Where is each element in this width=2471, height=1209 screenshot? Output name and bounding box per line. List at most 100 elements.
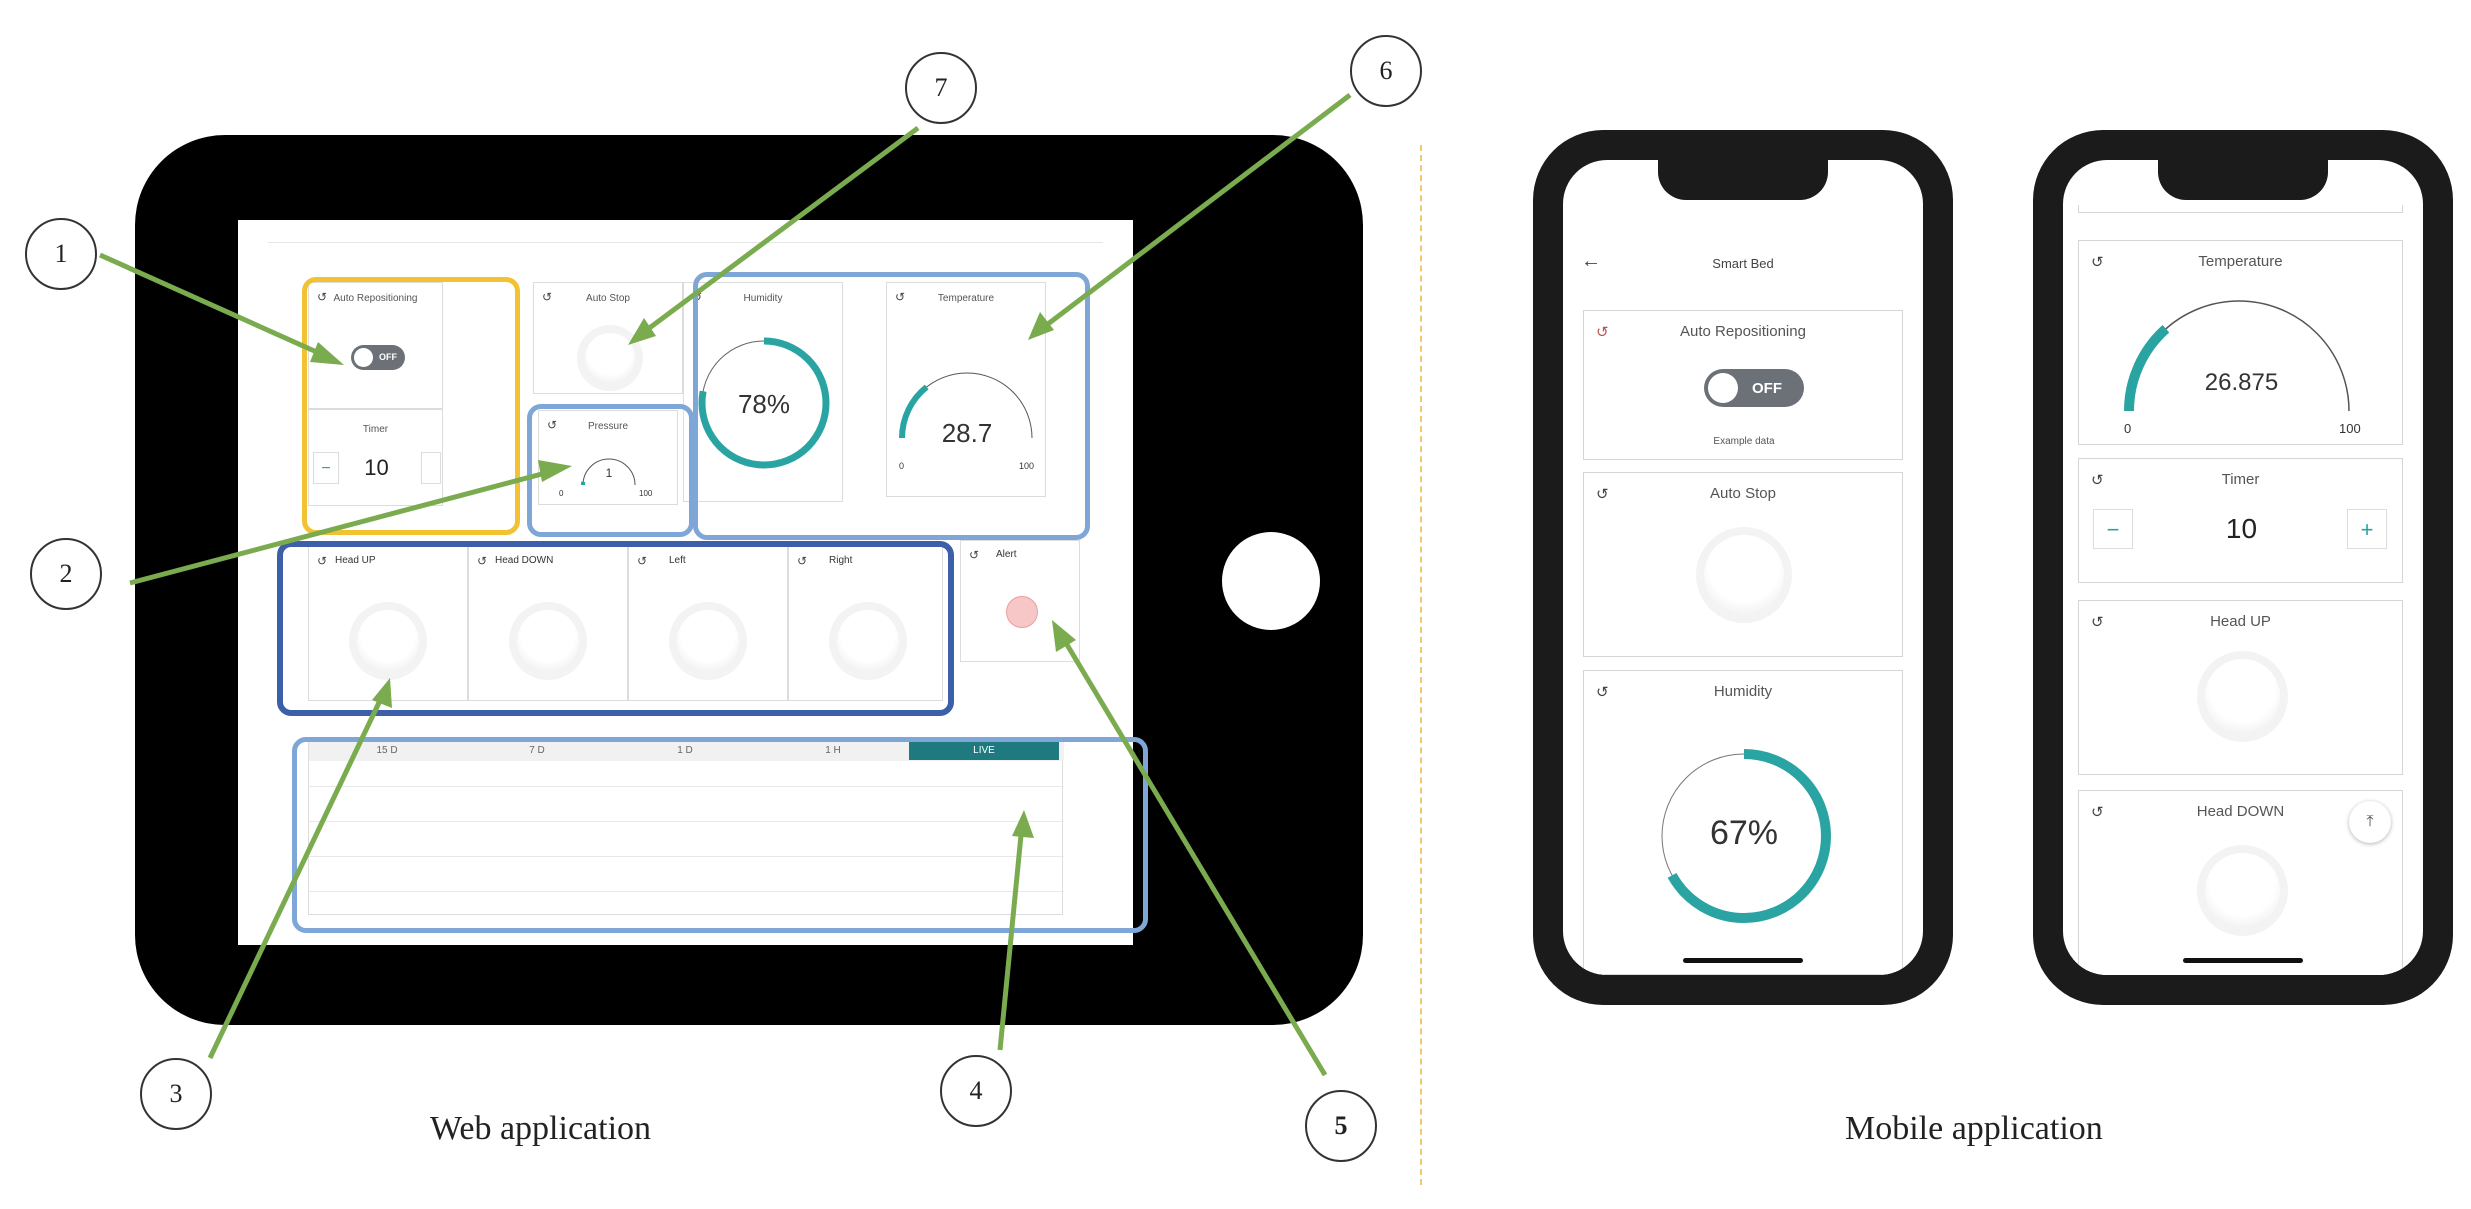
m-auto-stop-button[interactable] bbox=[1704, 535, 1784, 615]
scroll-to-top-icon[interactable]: ⤒ bbox=[2349, 801, 2391, 843]
history-chart: 15 D 7 D 1 D 1 H LIVE bbox=[308, 740, 1064, 915]
highlight-box-6 bbox=[693, 272, 1090, 540]
history-icon[interactable]: ↺ bbox=[2091, 472, 2104, 489]
m-head-up-button[interactable] bbox=[2205, 659, 2280, 734]
head-down-button[interactable] bbox=[517, 610, 579, 672]
phone-1-frame: ← Smart Bed ↺ Auto Repositioning OFF Exa… bbox=[1533, 130, 1953, 1005]
m-temperature-max: 100 bbox=[2339, 421, 2361, 436]
humidity-ring bbox=[698, 337, 830, 469]
m-timer-card: ↺ Timer − 10 + bbox=[2078, 458, 2403, 583]
top-divider bbox=[268, 242, 1103, 243]
gridline bbox=[309, 786, 1064, 787]
head-up-button[interactable] bbox=[357, 610, 419, 672]
section-divider bbox=[1420, 145, 1422, 1185]
history-icon[interactable]: ↺ bbox=[477, 554, 488, 568]
m-auto-stop-card: ↺ Auto Stop bbox=[1583, 472, 1903, 657]
phone-2-frame: ↺ Temperature 26.875 0 100 ↺ Timer − 10 … bbox=[2033, 130, 2453, 1005]
timer-plus-button[interactable] bbox=[421, 452, 441, 484]
m-auto-stop-title: Auto Stop bbox=[1710, 485, 1776, 502]
history-icon[interactable]: ↺ bbox=[1596, 486, 1609, 503]
m-head-up-card: ↺ Head UP bbox=[2078, 600, 2403, 775]
timer-minus-button[interactable]: − bbox=[313, 452, 339, 484]
tab-7d[interactable]: 7 D bbox=[529, 745, 545, 756]
history-icon[interactable]: ↺ bbox=[2091, 254, 2104, 271]
m-humidity-ring bbox=[1657, 749, 1831, 923]
m-timer-minus-button[interactable]: − bbox=[2093, 509, 2133, 549]
pressure-value: 1 bbox=[605, 466, 613, 480]
toggle-label: OFF bbox=[379, 352, 397, 362]
history-icon[interactable]: ↺ bbox=[637, 554, 648, 568]
temperature-min: 0 bbox=[899, 461, 905, 471]
m-humidity-card: ↺ Humidity 67% bbox=[1583, 670, 1903, 975]
right-card: ↺ Right bbox=[788, 546, 943, 701]
alert-indicator bbox=[1006, 596, 1038, 628]
m-timer-plus-button[interactable]: + bbox=[2347, 509, 2387, 549]
right-button[interactable] bbox=[837, 610, 899, 672]
m-head-down-title: Head DOWN bbox=[2196, 803, 2285, 820]
humidity-card: ↺ Humidity 78% bbox=[683, 282, 843, 502]
history-icon[interactable]: ↺ bbox=[542, 290, 553, 304]
m-auto-repositioning-toggle[interactable]: OFF bbox=[1704, 369, 1804, 407]
m-temperature-card: ↺ Temperature 26.875 0 100 bbox=[2078, 240, 2403, 445]
gridline bbox=[309, 821, 1064, 822]
tab-1d[interactable]: 1 D bbox=[677, 745, 693, 756]
m-temperature-min: 0 bbox=[2124, 421, 2132, 436]
history-icon[interactable]: ↺ bbox=[1596, 324, 1609, 341]
phone-notch bbox=[2158, 160, 2328, 200]
auto-stop-card: ↺ Auto Stop bbox=[533, 282, 683, 394]
auto-repositioning-toggle[interactable]: OFF bbox=[351, 345, 405, 370]
toggle-knob bbox=[1708, 373, 1738, 403]
chart-tab-bar: 15 D 7 D 1 D 1 H LIVE bbox=[309, 741, 1064, 761]
tab-1h[interactable]: 1 H bbox=[825, 745, 841, 756]
history-icon[interactable]: ↺ bbox=[969, 548, 980, 562]
temperature-title: Temperature bbox=[937, 293, 995, 304]
highlight-box-3 bbox=[277, 541, 954, 716]
m-temperature-value: 26.875 bbox=[2204, 369, 2279, 396]
m-temperature-title: Temperature bbox=[2198, 253, 2283, 270]
pressure-max: 100 bbox=[639, 489, 653, 498]
callout-3: 3 bbox=[140, 1058, 212, 1130]
web-caption: Web application bbox=[430, 1110, 652, 1147]
history-icon[interactable]: ↺ bbox=[2091, 614, 2104, 631]
temperature-card: ↺ Temperature 28.7 0 100 bbox=[886, 282, 1046, 497]
m-head-down-button[interactable] bbox=[2205, 853, 2280, 928]
history-icon[interactable]: ↺ bbox=[317, 290, 328, 304]
callout-7: 7 bbox=[905, 52, 977, 124]
callout-4: 4 bbox=[940, 1055, 1012, 1127]
history-icon[interactable]: ↺ bbox=[317, 554, 328, 568]
history-icon[interactable]: ↺ bbox=[1596, 684, 1609, 701]
phone-1-content: ← Smart Bed ↺ Auto Repositioning OFF Exa… bbox=[1573, 250, 1913, 975]
history-icon[interactable]: ↺ bbox=[797, 554, 808, 568]
head-up-card: ↺ Head UP bbox=[308, 546, 468, 701]
previous-card-edge bbox=[2078, 205, 2403, 213]
m-head-down-card: ↺ Head DOWN ⤒ bbox=[2078, 790, 2403, 975]
temperature-value: 28.7 bbox=[941, 418, 993, 448]
left-button[interactable] bbox=[677, 610, 739, 672]
timer-value: 10 bbox=[364, 455, 389, 480]
toggle-label: OFF bbox=[1752, 380, 1782, 397]
history-icon[interactable]: ↺ bbox=[2091, 804, 2104, 821]
tab-15d[interactable]: 15 D bbox=[376, 745, 398, 756]
callout-6: 6 bbox=[1350, 35, 1422, 107]
pressure-min: 0 bbox=[559, 489, 564, 498]
tablet-home-button bbox=[1222, 532, 1320, 630]
head-up-title: Head UP bbox=[335, 555, 376, 566]
mobile-caption: Mobile application bbox=[1845, 1110, 2103, 1147]
alert-title: Alert bbox=[996, 549, 1017, 560]
pressure-gauge bbox=[581, 458, 636, 486]
humidity-value: 78% bbox=[737, 389, 791, 419]
tab-live[interactable]: LIVE bbox=[909, 742, 1059, 760]
m-auto-repositioning-card: ↺ Auto Repositioning OFF Example data bbox=[1583, 310, 1903, 460]
screen-title: Smart Bed bbox=[1712, 256, 1774, 271]
m-temperature-gauge bbox=[2124, 300, 2350, 412]
auto-stop-button[interactable] bbox=[585, 333, 635, 383]
phone-2-content: ↺ Temperature 26.875 0 100 ↺ Timer − 10 … bbox=[2073, 205, 2413, 975]
m-timer-title: Timer bbox=[2221, 471, 2260, 488]
highlight-box-2 bbox=[527, 404, 694, 537]
history-icon[interactable]: ↺ bbox=[895, 290, 906, 304]
callout-1: 1 bbox=[25, 218, 97, 290]
back-arrow-icon[interactable]: ← bbox=[1581, 250, 1601, 272]
pressure-card: ↺ Pressure 1 0 100 bbox=[538, 410, 678, 505]
history-icon[interactable]: ↺ bbox=[547, 418, 558, 432]
